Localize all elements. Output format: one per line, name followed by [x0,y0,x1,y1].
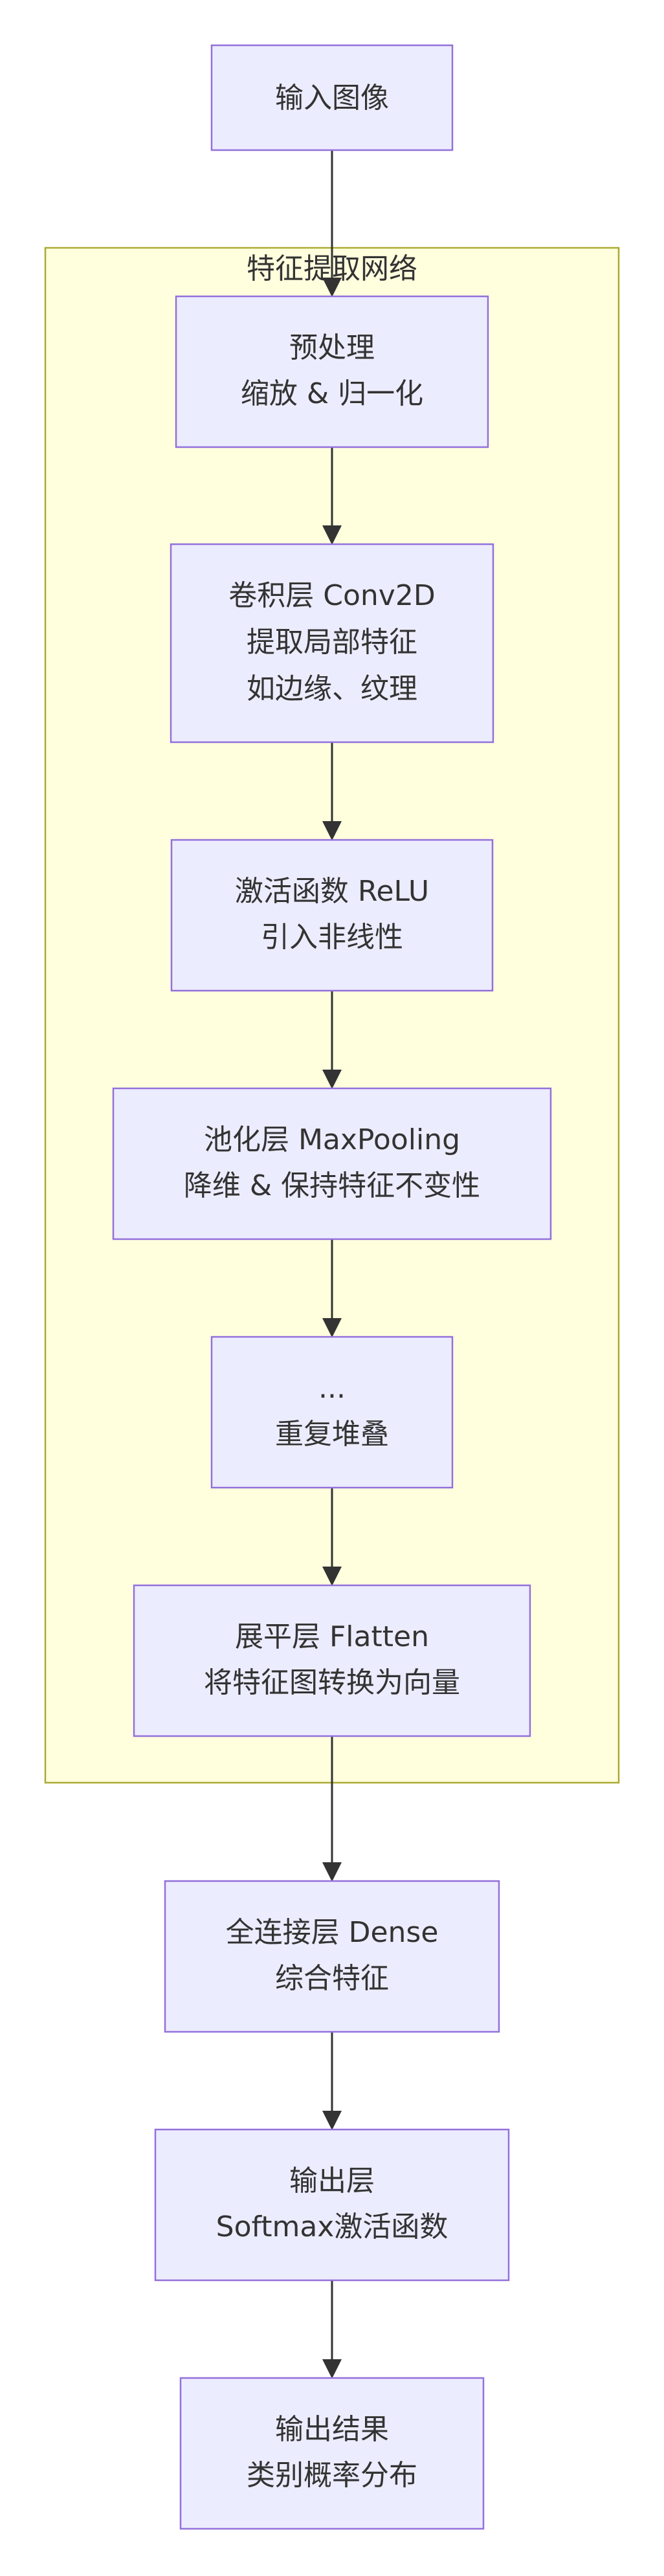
node-dense[interactable]: 全连接层 Dense 综合特征 [164,1880,500,2033]
node-flatten-box[interactable] [133,1584,531,1737]
node-pool-box[interactable] [112,1087,552,1240]
node-dense-line-2: 综合特征 [275,1962,389,1995]
node-result-line-2: 类别概率分布 [247,2459,417,2492]
node-conv-line-2: 提取局部特征 [247,626,417,659]
node-result-box[interactable] [179,2377,485,2530]
node-repeat[interactable]: ... 重复堆叠 [210,1336,454,1489]
node-repeat-line-1: ... [318,1372,346,1405]
node-relu-box[interactable] [170,839,494,992]
node-preprocess-line-1: 预处理 [289,331,375,364]
node-output-box[interactable] [154,2128,510,2282]
node-preprocess-box[interactable] [175,295,489,448]
node-relu[interactable]: 激活函数 ReLU 引入非线性 [170,839,494,992]
node-flatten-line-1: 展平层 Flatten [235,1620,429,1653]
node-input-box[interactable] [210,44,454,151]
node-preprocess-line-2: 缩放 & 归一化 [241,377,423,410]
node-result-line-1: 输出结果 [275,2413,389,2446]
node-output-line-2: Softmax激活函数 [216,2210,448,2243]
node-conv-box[interactable] [170,543,494,743]
node-pool[interactable]: 池化层 MaxPooling 降维 & 保持特征不变性 [112,1087,552,1240]
node-relu-line-1: 激活函数 ReLU [235,875,429,908]
node-repeat-line-2: 重复堆叠 [275,1418,389,1451]
node-relu-line-2: 引入非线性 [261,921,403,954]
node-output[interactable]: 输出层 Softmax激活函数 [154,2128,510,2282]
node-flatten-line-2: 将特征图转换为向量 [204,1666,460,1699]
node-dense-box[interactable] [164,1880,500,2033]
node-input[interactable]: 输入图像 [210,44,454,151]
node-flatten[interactable]: 展平层 Flatten 将特征图转换为向量 [133,1584,531,1737]
node-conv-line-1: 卷积层 Conv2D [228,579,435,612]
node-repeat-box[interactable] [210,1336,454,1489]
node-result[interactable]: 输出结果 类别概率分布 [179,2377,485,2530]
node-dense-line-1: 全连接层 Dense [226,1916,439,1949]
node-pool-line-2: 降维 & 保持特征不变性 [184,1169,480,1202]
node-output-line-1: 输出层 [289,2164,375,2197]
node-pool-line-1: 池化层 MaxPooling [204,1123,460,1156]
node-preprocess[interactable]: 预处理 缩放 & 归一化 [175,295,489,448]
node-conv-line-3: 如边缘、纹理 [247,672,417,705]
node-conv[interactable]: 卷积层 Conv2D 提取局部特征 如边缘、纹理 [170,543,494,743]
node-input-line-1: 输入图像 [275,82,389,115]
